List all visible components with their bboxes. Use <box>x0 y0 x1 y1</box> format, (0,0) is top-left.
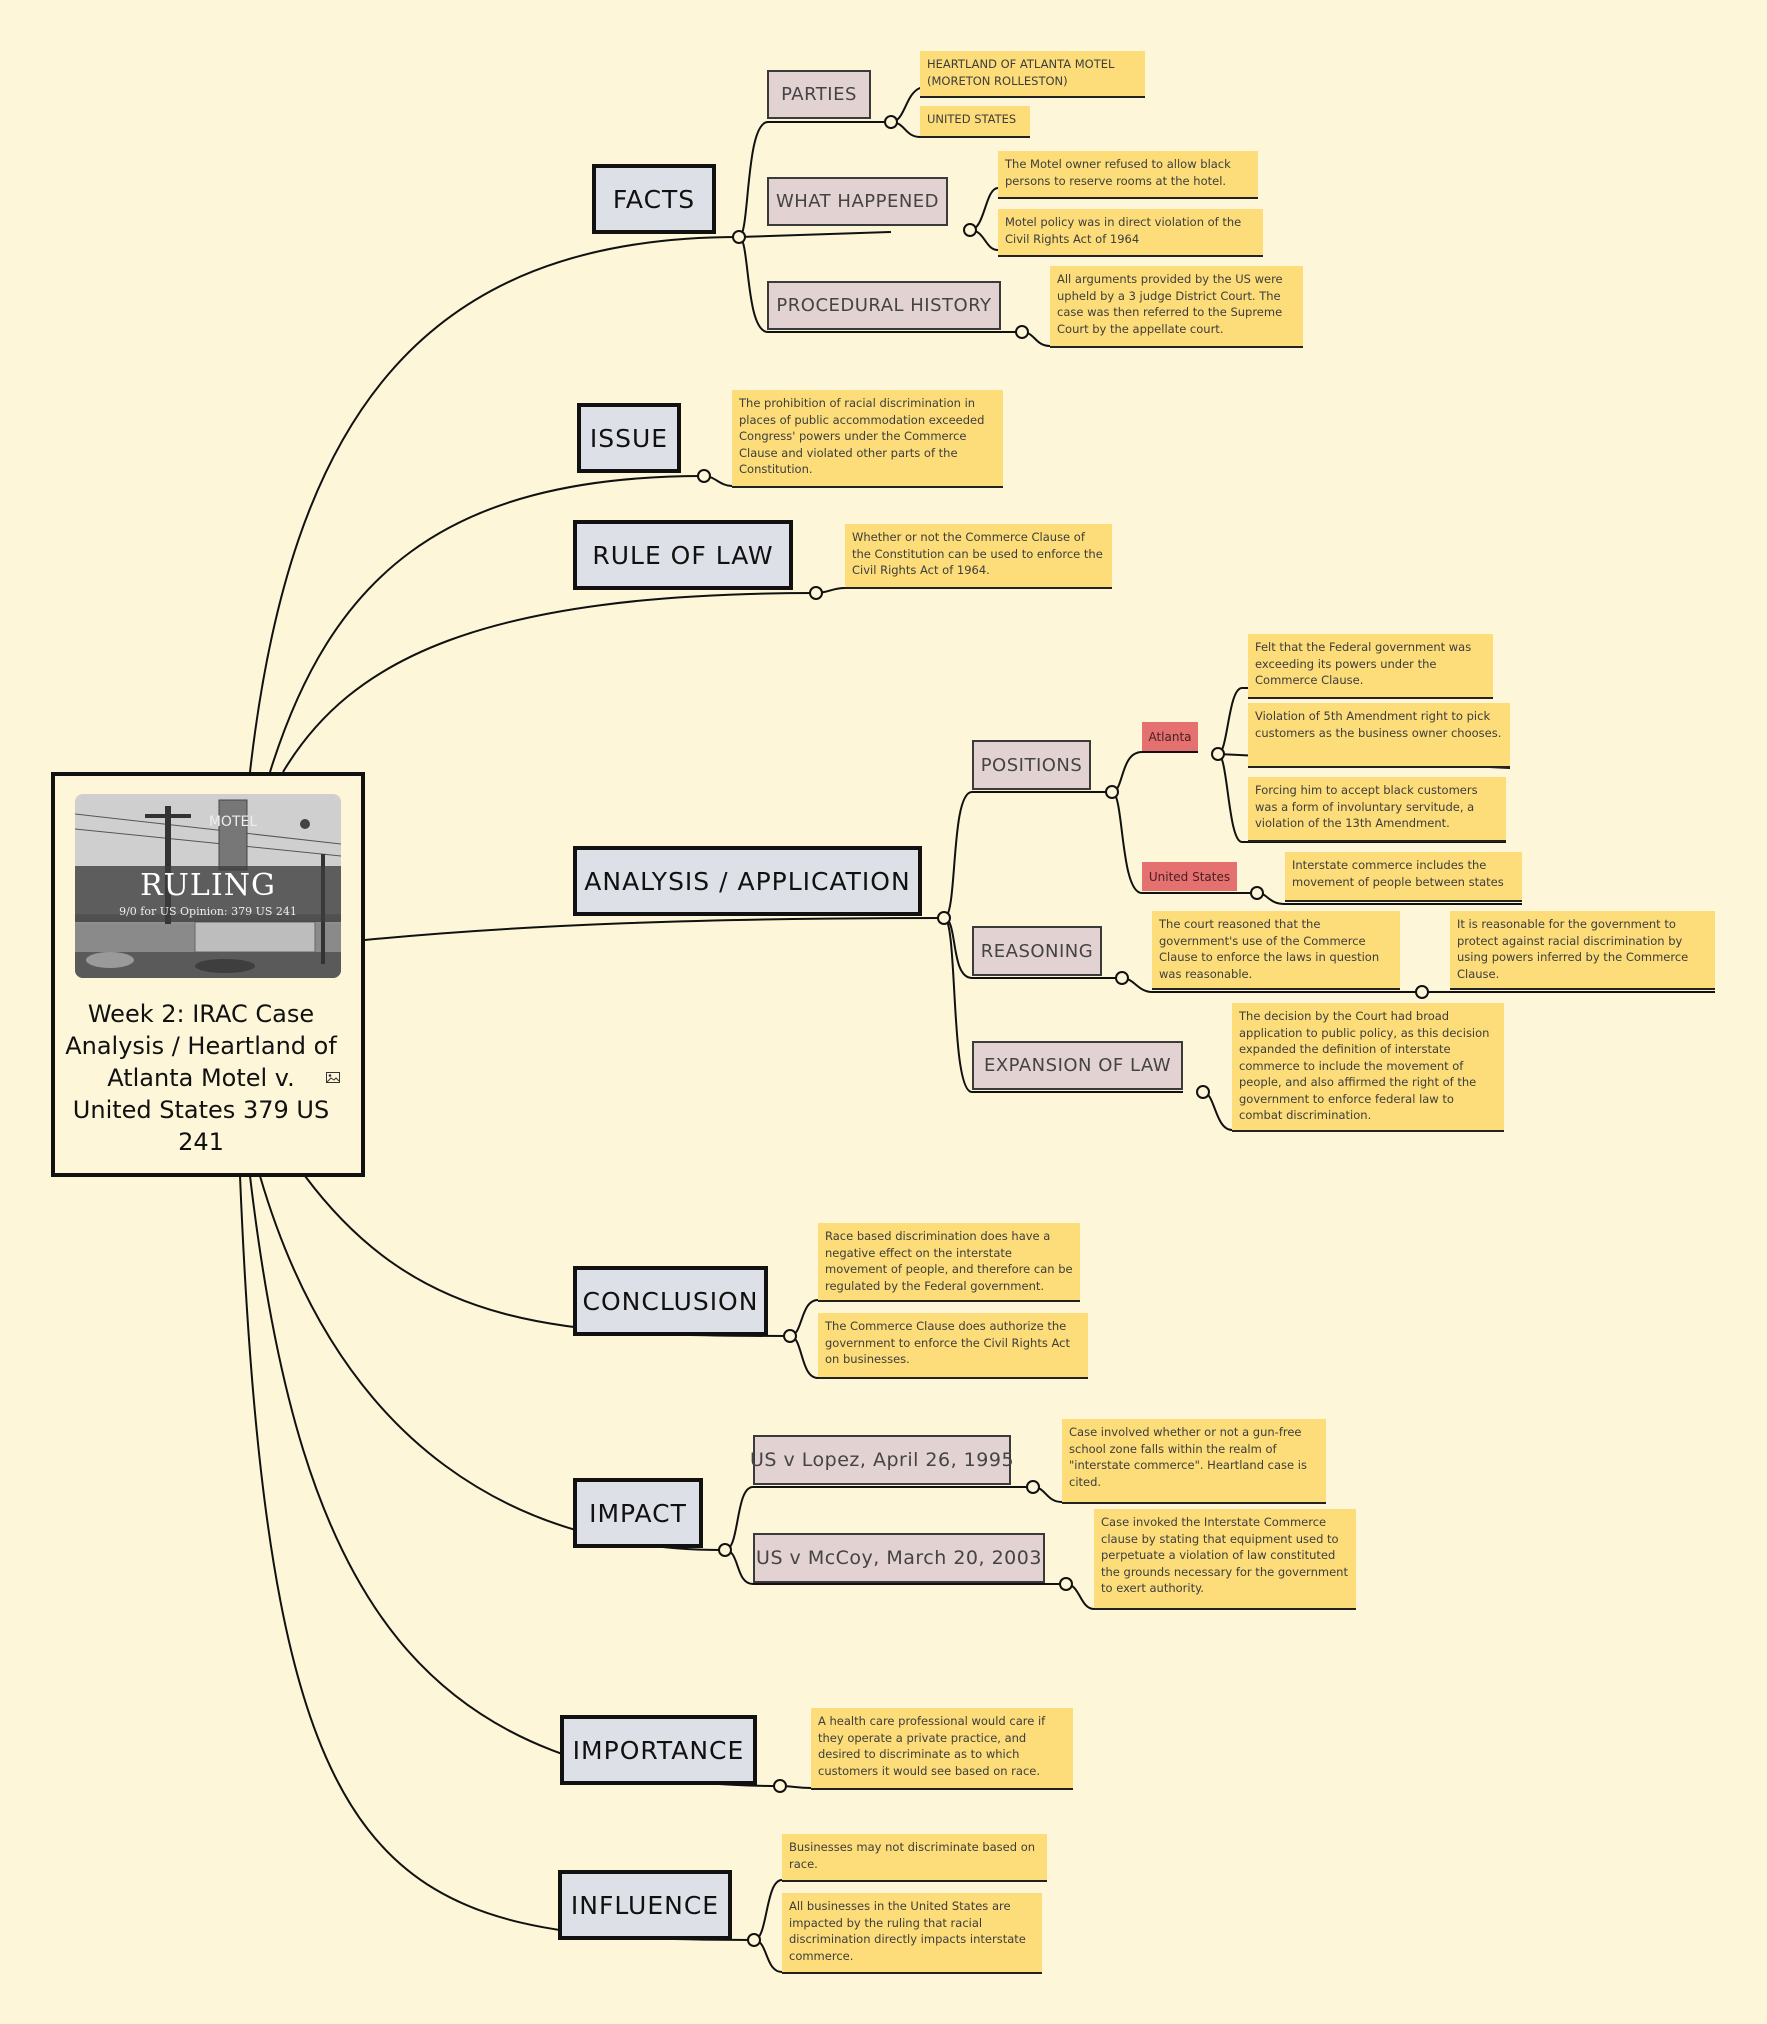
note-atlanta-1[interactable]: Felt that the Federal government was exc… <box>1248 634 1493 699</box>
note-conclusion-2[interactable]: The Commerce Clause does authorize the g… <box>818 1313 1088 1379</box>
note-text: Businesses may not discriminate based on… <box>789 1840 1036 1871</box>
note-influence-1[interactable]: Businesses may not discriminate based on… <box>782 1834 1047 1882</box>
subtopic-us-v-mccoy-label: US v McCoy, March 20, 2003 <box>756 1547 1042 1569</box>
photo-title: RULING <box>140 868 276 903</box>
note-text: The prohibition of racial discrimination… <box>739 396 985 476</box>
note-importance[interactable]: A health care professional would care if… <box>811 1708 1073 1790</box>
note-reasoning-sub[interactable]: It is reasonable for the government to p… <box>1450 911 1715 990</box>
note-text: The decision by the Court had broad appl… <box>1239 1009 1490 1122</box>
ruling-photo: MOTEL RULING 9/0 for US Opinion: 379 US … <box>75 794 341 978</box>
topic-impact[interactable]: IMPACT <box>573 1478 703 1548</box>
topic-influence-label: INFLUENCE <box>570 1890 720 1920</box>
note-text: The court reasoned that the government's… <box>1159 917 1380 981</box>
central-topic-title: Week 2: IRAC Case Analysis / Heartland o… <box>65 1000 337 1156</box>
topic-issue-label: ISSUE <box>589 423 669 453</box>
note-text: UNITED STATES <box>927 112 1017 126</box>
tag-united-states[interactable]: United States <box>1142 862 1237 891</box>
subtopic-positions[interactable]: POSITIONS <box>972 740 1091 790</box>
subtopic-positions-label: POSITIONS <box>980 754 1083 776</box>
note-expansion-of-law[interactable]: The decision by the Court had broad appl… <box>1232 1003 1504 1132</box>
topic-analysis[interactable]: ANALYSIS / APPLICATION <box>573 846 922 916</box>
note-text: Violation of 5th Amendment right to pick… <box>1255 709 1502 740</box>
note-text: It is reasonable for the government to p… <box>1457 917 1689 981</box>
subtopic-reasoning-label: REASONING <box>980 940 1094 962</box>
subtopic-parties[interactable]: PARTIES <box>767 70 871 119</box>
note-reasoning[interactable]: The court reasoned that the government's… <box>1152 911 1400 990</box>
central-topic[interactable]: MOTEL RULING 9/0 for US Opinion: 379 US … <box>51 772 365 1177</box>
note-rule-of-law[interactable]: Whether or not the Commerce Clause of th… <box>845 524 1112 589</box>
topic-rule-of-law-label: RULE OF LAW <box>592 540 774 570</box>
note-text: Race based discrimination does have a ne… <box>825 1229 1073 1293</box>
subtopic-what-happened-label: WHAT HAPPENED <box>775 191 940 212</box>
image-icon[interactable] <box>326 1072 340 1083</box>
sign-letters: MOTEL <box>209 814 257 830</box>
note-parties-us[interactable]: UNITED STATES <box>920 106 1030 138</box>
subtopic-procedural-history[interactable]: PROCEDURAL HISTORY <box>767 281 1001 330</box>
subtopic-expansion-of-law-label: EXPANSION OF LAW <box>983 1055 1172 1076</box>
note-issue[interactable]: The prohibition of racial discrimination… <box>732 390 1003 488</box>
note-parties-heartland[interactable]: HEARTLAND OF ATLANTA MOTEL (MORETON ROLL… <box>920 51 1145 98</box>
topic-analysis-label: ANALYSIS / APPLICATION <box>584 866 911 896</box>
topic-importance[interactable]: IMPORTANCE <box>560 1715 757 1785</box>
note-atlanta-2[interactable]: Violation of 5th Amendment right to pick… <box>1248 703 1510 768</box>
subtopic-us-v-mccoy[interactable]: US v McCoy, March 20, 2003 <box>753 1533 1045 1583</box>
subtopic-procedural-history-label: PROCEDURAL HISTORY <box>776 295 992 316</box>
note-text: Forcing him to accept black customers wa… <box>1255 783 1478 830</box>
note-text: The Commerce Clause does authorize the g… <box>825 1319 1070 1366</box>
note-what-happened-2[interactable]: Motel policy was in direct violation of … <box>998 209 1263 257</box>
note-text: Interstate commerce includes the movemen… <box>1292 858 1504 889</box>
topic-impact-label: IMPACT <box>589 1498 687 1528</box>
note-conclusion-1[interactable]: Race based discrimination does have a ne… <box>818 1223 1080 1302</box>
photo-caption-band <box>75 866 341 922</box>
note-influence-2[interactable]: All businesses in the United States are … <box>782 1893 1042 1974</box>
note-text: The Motel owner refused to allow black p… <box>1005 157 1231 188</box>
subtopic-us-v-lopez-label: US v Lopez, April 26, 1995 <box>749 1449 1015 1471</box>
note-text: Felt that the Federal government was exc… <box>1255 640 1472 687</box>
tag-atlanta[interactable]: Atlanta <box>1142 722 1198 751</box>
subtopic-what-happened[interactable]: WHAT HAPPENED <box>767 177 948 226</box>
note-procedural-history[interactable]: All arguments provided by the US were up… <box>1050 266 1303 348</box>
note-text: A health care professional would care if… <box>818 1714 1046 1778</box>
tag-united-states-label: United States <box>1148 869 1231 884</box>
topic-conclusion-label: CONCLUSION <box>582 1286 759 1316</box>
note-us-v-mccoy[interactable]: Case invoked the Interstate Commerce cla… <box>1094 1509 1356 1610</box>
photo-subtitle: 9/0 for US Opinion: 379 US 241 <box>119 905 297 918</box>
note-text: HEARTLAND OF ATLANTA MOTEL (MORETON ROLL… <box>927 57 1115 88</box>
topic-importance-label: IMPORTANCE <box>572 1735 745 1765</box>
topic-issue[interactable]: ISSUE <box>577 403 681 473</box>
note-text: Motel policy was in direct violation of … <box>1005 215 1242 246</box>
note-text: Whether or not the Commerce Clause of th… <box>852 530 1103 577</box>
subtopic-us-v-lopez[interactable]: US v Lopez, April 26, 1995 <box>749 1435 1015 1485</box>
topic-facts-label: FACTS <box>612 184 696 214</box>
topic-facts[interactable]: FACTS <box>592 164 716 234</box>
note-atlanta-3[interactable]: Forcing him to accept black customers wa… <box>1248 777 1506 842</box>
note-us-v-lopez[interactable]: Case involved whether or not a gun-free … <box>1062 1419 1326 1504</box>
note-text: Case invoked the Interstate Commerce cla… <box>1101 1515 1348 1595</box>
topic-rule-of-law[interactable]: RULE OF LAW <box>573 520 793 590</box>
tag-atlanta-label: Atlanta <box>1148 729 1192 744</box>
subtopic-reasoning[interactable]: REASONING <box>972 926 1102 976</box>
topic-conclusion[interactable]: CONCLUSION <box>573 1266 768 1336</box>
note-what-happened-1[interactable]: The Motel owner refused to allow black p… <box>998 151 1258 199</box>
note-text: All businesses in the United States are … <box>789 1899 1026 1963</box>
note-united-states[interactable]: Interstate commerce includes the movemen… <box>1285 852 1522 902</box>
topic-influence[interactable]: INFLUENCE <box>558 1870 732 1940</box>
note-text: Case involved whether or not a gun-free … <box>1069 1425 1307 1489</box>
subtopic-parties-label: PARTIES <box>781 84 857 105</box>
subtopic-expansion-of-law[interactable]: EXPANSION OF LAW <box>972 1041 1183 1090</box>
note-text: All arguments provided by the US were up… <box>1057 272 1283 336</box>
